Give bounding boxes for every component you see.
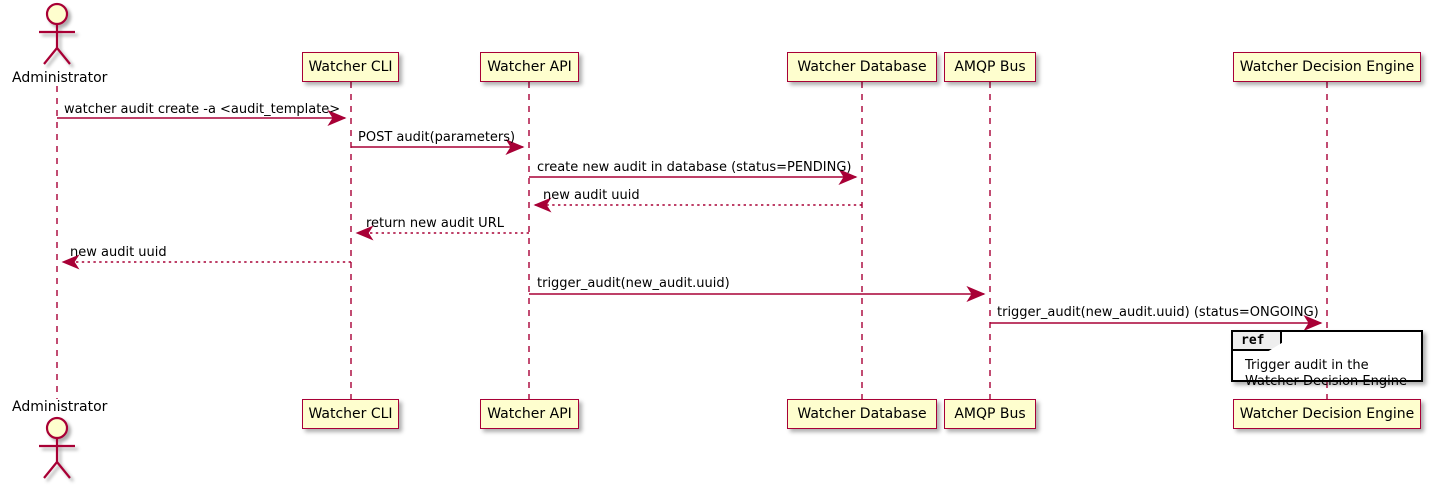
message-label-post-audit: POST audit(parameters) bbox=[358, 130, 516, 145]
participant-footer-watcher-database[interactable]: Watcher Database bbox=[787, 399, 937, 429]
actor-icon-bottom bbox=[39, 416, 75, 479]
message-label-new-audit-uuid-db: new audit uuid bbox=[543, 188, 640, 203]
lifelines-group bbox=[56, 82, 1328, 399]
ref-fragment[interactable]: ref Trigger audit in the Watcher Decisio… bbox=[1231, 330, 1423, 389]
ref-fragment-line-1: Trigger audit in the bbox=[1245, 358, 1369, 373]
participant-label: Watcher Decision Engine bbox=[1239, 59, 1415, 75]
message-label-return-new-audit-url: return new audit URL bbox=[366, 216, 504, 231]
ref-fragment-line-2: Watcher Decision Engine bbox=[1245, 374, 1407, 390]
participant-header-amqp-bus[interactable]: AMQP Bus bbox=[944, 52, 1036, 82]
message-label-watcher-audit-create: watcher audit create -a <audit_template> bbox=[64, 102, 341, 117]
participant-label: Watcher API bbox=[487, 406, 572, 422]
participant-header-watcher-database[interactable]: Watcher Database bbox=[787, 52, 937, 82]
participant-footer-watcher-cli[interactable]: Watcher CLI bbox=[302, 399, 399, 429]
participant-header-watcher-api[interactable]: Watcher API bbox=[480, 52, 579, 82]
participant-label: Watcher Database bbox=[797, 406, 927, 422]
message-label-trigger-audit-ongoing: trigger_audit(new_audit.uuid) (status=ON… bbox=[997, 305, 1319, 320]
participant-footer-watcher-decision-engine[interactable]: Watcher Decision Engine bbox=[1233, 399, 1421, 429]
actor-icon-top bbox=[39, 2, 75, 65]
ref-fragment-tab-label: ref bbox=[1233, 332, 1283, 351]
participant-footer-amqp-bus[interactable]: AMQP Bus bbox=[944, 399, 1036, 429]
participant-header-watcher-cli[interactable]: Watcher CLI bbox=[302, 52, 399, 82]
participant-label: AMQP Bus bbox=[954, 59, 1026, 75]
participant-label: Watcher CLI bbox=[308, 406, 393, 422]
actor-label-administrator-top: Administrator bbox=[12, 70, 108, 86]
messages-group bbox=[57, 110, 1323, 331]
participant-header-watcher-decision-engine[interactable]: Watcher Decision Engine bbox=[1233, 52, 1421, 82]
participant-label: Watcher Database bbox=[797, 59, 927, 75]
ref-fragment-body: Trigger audit in the Watcher Decision En… bbox=[1245, 358, 1407, 391]
message-label-create-new-audit: create new audit in database (status=PEN… bbox=[537, 160, 852, 175]
message-label-new-audit-uuid-cli: new audit uuid bbox=[70, 245, 167, 260]
participant-footer-watcher-api[interactable]: Watcher API bbox=[480, 399, 579, 429]
actor-label-administrator-bottom: Administrator bbox=[12, 399, 108, 415]
participant-label: AMQP Bus bbox=[954, 406, 1026, 422]
participant-label: Watcher API bbox=[487, 59, 572, 75]
participant-label: Watcher Decision Engine bbox=[1239, 406, 1415, 422]
participant-label: Watcher CLI bbox=[308, 59, 393, 75]
message-label-trigger-audit: trigger_audit(new_audit.uuid) bbox=[537, 276, 730, 291]
